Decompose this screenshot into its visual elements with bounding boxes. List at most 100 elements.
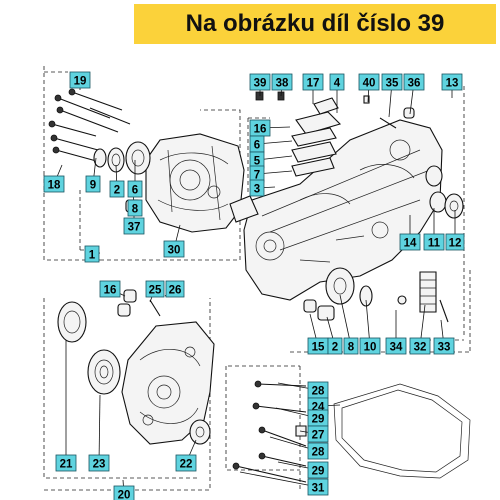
part-label-l2a: 2 <box>109 180 125 198</box>
part-label-text: 12 <box>449 238 462 250</box>
part-label-text: 17 <box>307 78 320 90</box>
cover-gasket <box>333 383 471 479</box>
part-label-l32: 32 <box>409 337 431 355</box>
part-label-text: 25 <box>149 285 162 297</box>
part-label-box <box>85 175 101 193</box>
part-label-box <box>127 180 143 198</box>
part-label-l38: 38 <box>271 73 293 91</box>
shift-parts <box>397 271 449 323</box>
part-label-text: 11 <box>428 238 441 250</box>
cover-bolts <box>232 380 307 483</box>
part-label-box <box>84 245 100 263</box>
part-label-box <box>271 73 293 91</box>
crankcase-cover <box>121 321 215 445</box>
part-label-text: 32 <box>414 342 427 354</box>
part-label-l29a: 29 <box>307 409 329 427</box>
part-label-text: 28 <box>312 447 325 459</box>
leader-line-l31 <box>239 471 319 488</box>
main-bearings <box>57 301 121 395</box>
part-label-text: 8 <box>132 204 139 216</box>
part-label-l19: 19 <box>69 71 91 89</box>
part-label-text: 31 <box>312 483 325 495</box>
part-label-text: 29 <box>312 466 325 478</box>
part-label-l16b: 16 <box>99 280 121 298</box>
part-label-l37: 37 <box>123 217 145 235</box>
part-label-text: 34 <box>390 342 403 354</box>
part-label-l1: 1 <box>84 245 100 263</box>
part-label-text: 7 <box>254 170 260 182</box>
part-label-box <box>343 337 359 355</box>
part-label-l11: 11 <box>423 233 445 251</box>
part-label-text: 9 <box>90 180 96 192</box>
part-label-l12: 12 <box>445 233 465 251</box>
part-label-text: 20 <box>118 490 131 500</box>
part-label-box <box>249 179 265 197</box>
part-label-l6a: 6 <box>127 180 143 198</box>
part-label-l28a: 28 <box>307 381 329 399</box>
part-label-l16a: 16 <box>249 119 271 137</box>
part-label-text: 10 <box>364 342 377 354</box>
part-label-l2b: 2 <box>327 337 343 355</box>
part-label-box <box>55 454 77 472</box>
part-label-l33: 33 <box>433 337 455 355</box>
part-label-text: 35 <box>386 78 399 90</box>
part-label-text: 14 <box>404 238 417 250</box>
part-label-text: 16 <box>104 285 117 297</box>
part-label-l6b: 6 <box>249 135 265 153</box>
left-crankcase-half <box>145 133 245 233</box>
part-label-l30: 30 <box>163 240 185 258</box>
part-label-l3: 3 <box>249 179 265 197</box>
part-label-box <box>145 280 165 298</box>
part-label-l25: 25 <box>145 280 165 298</box>
part-label-text: 5 <box>254 156 261 168</box>
part-label-l27: 27 <box>307 425 329 443</box>
part-label-box <box>399 233 421 251</box>
part-label-text: 6 <box>132 185 138 197</box>
part-label-text: 33 <box>438 342 451 354</box>
reed-valve-stack <box>255 91 415 177</box>
part-label-box <box>307 442 329 460</box>
part-label-text: 37 <box>128 222 141 234</box>
part-label-box <box>445 233 465 251</box>
part-label-text: 39 <box>254 78 267 90</box>
part-label-text: 6 <box>254 140 260 152</box>
leader-line-l8b <box>339 294 352 347</box>
part-label-l8a: 8 <box>127 199 143 217</box>
part-label-text: 21 <box>60 459 73 471</box>
right-bearings <box>303 165 464 321</box>
part-label-box <box>88 454 110 472</box>
part-label-l9: 9 <box>85 175 101 193</box>
part-label-box <box>113 485 135 500</box>
part-label-text: 13 <box>446 78 459 90</box>
part-label-l22: 22 <box>175 454 197 472</box>
part-label-text: 40 <box>363 78 376 90</box>
part-label-box <box>385 337 407 355</box>
part-label-l36: 36 <box>403 73 425 91</box>
part-label-text: 15 <box>312 342 325 354</box>
part-label-box <box>123 217 145 235</box>
part-label-l39: 39 <box>249 73 271 91</box>
part-label-box <box>403 73 425 91</box>
part-label-text: 28 <box>312 386 325 398</box>
part-label-text: 27 <box>312 430 325 442</box>
part-label-box <box>329 73 345 91</box>
part-label-text: 26 <box>169 285 182 297</box>
part-label-box <box>127 199 143 217</box>
part-label-l28b: 28 <box>307 442 329 460</box>
part-label-l18: 18 <box>43 175 65 193</box>
part-label-box <box>359 337 381 355</box>
part-label-box <box>69 71 91 89</box>
part-label-l21: 21 <box>55 454 77 472</box>
part-label-box <box>433 337 455 355</box>
part-label-box <box>109 180 125 198</box>
part-label-text: 4 <box>334 78 341 90</box>
part-label-l13: 13 <box>441 73 463 91</box>
part-label-text: 2 <box>332 342 338 354</box>
part-label-text: 23 <box>93 459 106 471</box>
part-label-box <box>358 73 380 91</box>
part-label-text: 19 <box>74 76 87 88</box>
part-label-text: 3 <box>254 184 260 196</box>
part-label-text: 22 <box>180 459 193 471</box>
